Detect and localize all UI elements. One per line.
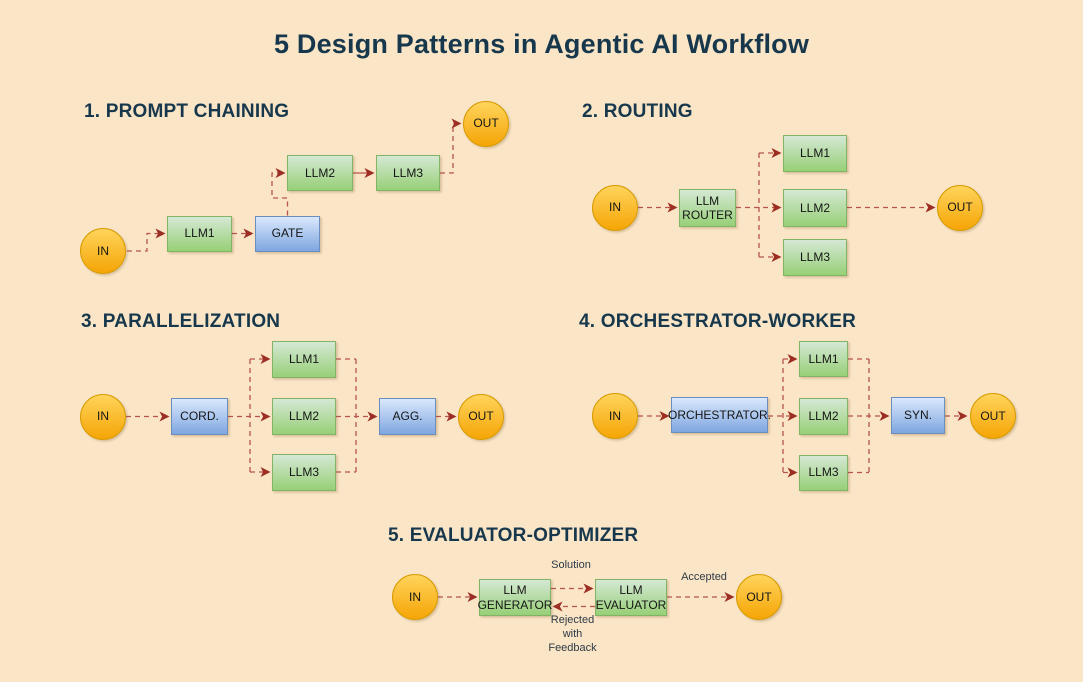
pl-llm1-node: LLM1 xyxy=(272,340,336,378)
ow-llm3-node: LLM3 xyxy=(799,454,848,491)
eo-in-node: IN xyxy=(392,574,438,620)
section-heading-orchestrator-worker: 4. ORCHESTRATOR-WORKER xyxy=(579,311,857,332)
pc-llm2-node: LLM2 xyxy=(287,155,353,191)
ow-llm1-node: LLM1 xyxy=(799,341,848,377)
rt-router-node: LLM ROUTER xyxy=(679,189,736,227)
eo-solution-label: Solution xyxy=(551,559,591,571)
section-heading-routing: 2. ROUTING xyxy=(582,101,693,122)
pc-out-node: OUT xyxy=(463,100,509,147)
pc-llm1-node: LLM1 xyxy=(167,215,232,252)
eo-generator-node: LLM GENERATOR xyxy=(478,579,552,616)
eo-out-node: OUT xyxy=(736,574,782,620)
section-heading-evaluator-optimizer: 5. EVALUATOR-OPTIMIZER xyxy=(388,525,639,546)
eo-accepted-label: Accepted xyxy=(681,571,727,583)
pc-llm3-node: LLM3 xyxy=(376,155,440,191)
ow-orchestrator-node: ORCHESTRATOR. xyxy=(668,397,771,433)
eo-evaluator-node: LLM EVALUATOR xyxy=(595,579,667,616)
diagram-title: 5 Design Patterns in Agentic AI Workflow xyxy=(273,29,810,59)
pl-llm2-node: LLM2 xyxy=(272,398,336,435)
eo-rejected-label: Rejected with Feedback xyxy=(548,614,597,654)
pl-aggregator-node: AGG. xyxy=(379,398,436,435)
section-heading-parallelization: 3. PARALLELIZATION xyxy=(81,311,281,332)
rt-llm1-node: LLM1 xyxy=(783,134,847,172)
pl-llm3-node: LLM3 xyxy=(272,453,336,491)
pl-in-node: IN xyxy=(80,393,126,440)
pl-out-node: OUT xyxy=(458,393,504,440)
rt-llm3-node: LLM3 xyxy=(783,238,847,276)
rt-out-node: OUT xyxy=(937,184,983,231)
ow-out-node: OUT xyxy=(970,393,1016,439)
ow-in-node: IN xyxy=(592,393,638,439)
pc-in-node: IN xyxy=(80,228,126,274)
rt-in-node: IN xyxy=(592,184,638,231)
ow-llm2-node: LLM2 xyxy=(799,398,848,435)
section-heading-prompt-chaining: 1. PROMPT CHAINING xyxy=(84,101,290,122)
rt-llm2-node: LLM2 xyxy=(783,189,847,227)
pl-coordinator-node: CORD. xyxy=(171,398,228,435)
ow-synthesizer-node: SYN. xyxy=(891,397,945,434)
pc-gate-node: GATE xyxy=(255,215,320,252)
